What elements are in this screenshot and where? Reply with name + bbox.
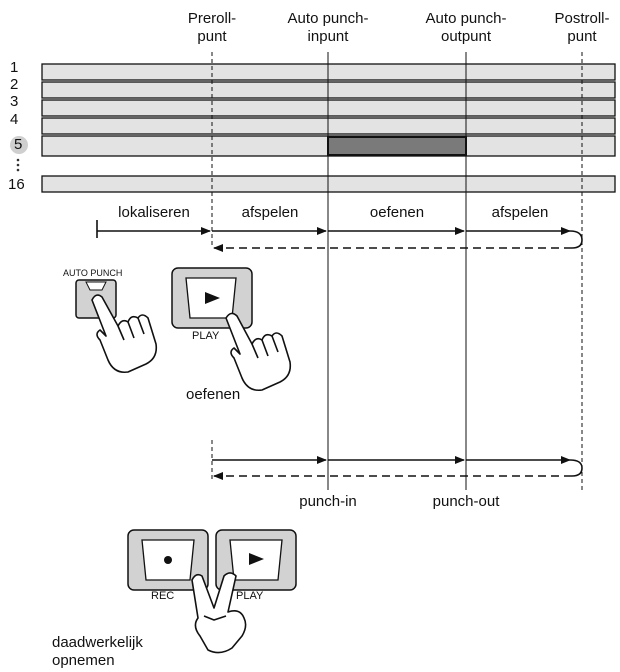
track-number-1: 1	[10, 59, 19, 76]
play-triangle-icon-2	[249, 553, 264, 565]
track-number-4: 4	[10, 111, 19, 128]
play-button-label: PLAY	[192, 330, 220, 342]
record-return-loop	[569, 459, 583, 477]
punch-region	[327, 136, 467, 156]
track-number-3: 3	[10, 93, 19, 110]
track-number-2: 2	[10, 76, 19, 93]
phase-locate-label: lokaliseren	[118, 204, 190, 221]
punch-in-caption: punch-in	[299, 493, 357, 510]
return-loop	[569, 230, 583, 249]
pointing-hand-icon	[91, 294, 158, 374]
phase-play-label: afspelen	[241, 204, 299, 221]
play-button[interactable]	[171, 267, 253, 329]
auto-punch-out-label: Auto punch-outpunt	[425, 10, 507, 45]
auto-punch-in-label: Auto punch-inpunt	[287, 10, 369, 45]
rehearse-caption: oefenen	[186, 386, 241, 403]
pointing-hand-icon-2	[225, 312, 292, 392]
track-number-5-highlight: 5	[10, 136, 28, 154]
phase-rehearse-label: oefenen	[369, 204, 425, 221]
track-number-16: 16	[8, 176, 25, 193]
phase-play-label-2: afspelen	[491, 204, 549, 221]
play-button-label-2: PLAY	[236, 590, 264, 602]
track-ellipsis	[16, 158, 20, 172]
punch-out-caption: punch-out	[432, 493, 500, 510]
preroll-label: Preroll-punt	[187, 10, 237, 45]
two-finger-hand-icon	[191, 572, 247, 654]
play-triangle-icon	[205, 292, 220, 304]
rec-button[interactable]	[127, 529, 209, 591]
auto-punch-button-label: AUTO PUNCH	[63, 268, 123, 278]
postroll-label: Postroll-punt	[554, 10, 610, 45]
rec-button-label: REC	[151, 590, 175, 602]
track-number-5: 5	[14, 136, 23, 153]
record-dot-icon	[164, 556, 172, 564]
